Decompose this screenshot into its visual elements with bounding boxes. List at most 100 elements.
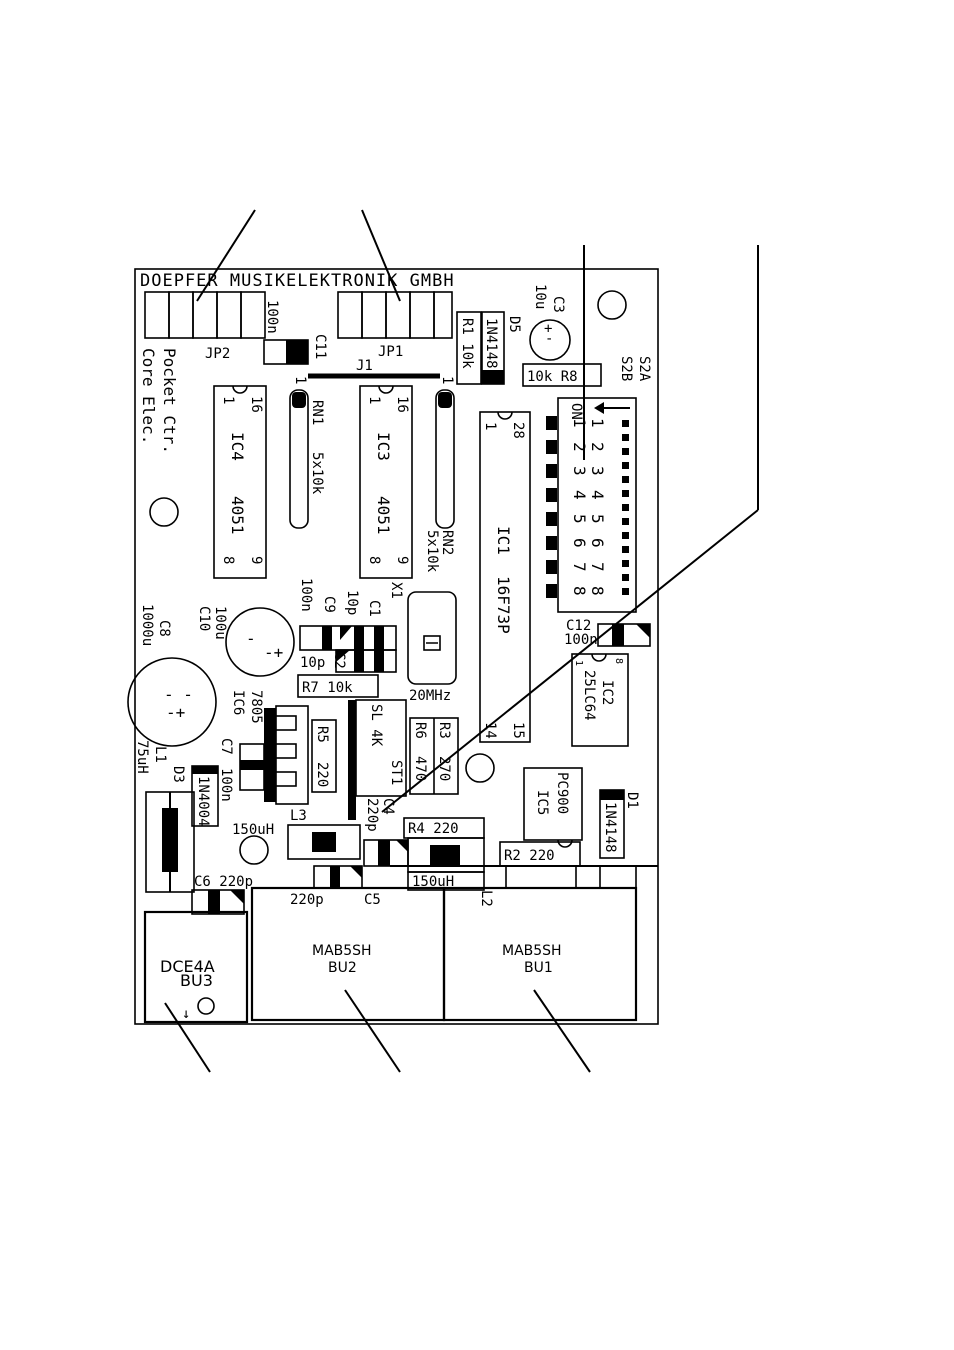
side-text-line1: Pocket Ctr.: [160, 348, 179, 454]
c9-c1-c2-capacitors: C9 100n C1 10p X1 10p C2: [298, 578, 404, 673]
ic2-chip: IC2 25LC64 8 1: [571, 653, 629, 747]
bu1-top-tab-right: [599, 865, 637, 889]
switch-right-num-6: 6: [588, 538, 607, 548]
c7-capacitor: C7 100n: [218, 738, 265, 802]
j1-label: J1: [356, 358, 373, 374]
l3-label: L3: [290, 808, 307, 824]
c1-label: C1: [366, 600, 382, 617]
svg-text:-+: -+: [264, 643, 283, 662]
switch-left-num-1: 1: [570, 418, 589, 428]
bu3-connector: DCE4A BU3 ↓: [143, 910, 249, 1024]
svg-text:-+: -+: [166, 703, 185, 722]
switch-right-num-8: 8: [588, 586, 607, 596]
bu2-part: MAB5SH: [312, 943, 372, 959]
st1-label: ST1: [388, 760, 404, 785]
switch-left-num-6: 6: [570, 538, 589, 548]
ic4-chip: 1 16 IC4 4051 8 9: [213, 385, 267, 579]
c8-label: C8: [156, 620, 172, 637]
c10-capacitor: - -+ C10 100u: [196, 606, 295, 677]
rn2-value: 5x10k: [424, 530, 440, 573]
ic2-pin8: 8: [613, 658, 624, 664]
svg-text:+: +: [544, 321, 552, 337]
c9-value: 100n: [298, 578, 314, 612]
r6-value: 470: [412, 756, 428, 781]
rn2-network: 1 RN2 5x10k: [424, 376, 455, 573]
jp2-label: JP2: [205, 346, 230, 362]
ic1-chip: 1 28 IC1 16F73P 14 15: [479, 411, 531, 743]
c4-label: C4: [380, 798, 396, 815]
c11-label: C11: [312, 334, 328, 359]
ic2-label: IC2: [599, 680, 615, 705]
r5-resistor: R5 220: [311, 719, 337, 793]
bu3-label: BU3: [180, 971, 213, 990]
c5-value: 220p: [290, 892, 324, 908]
rn1-network: 1 RN1 5x10k: [289, 376, 325, 529]
st1-sl-link: SL 4K ST1: [348, 699, 407, 820]
c1-value: 10p: [344, 590, 360, 615]
switch-right-num-1: 1: [588, 418, 607, 428]
d1-label: D1: [624, 792, 640, 809]
switch-right-num-7: 7: [588, 562, 607, 572]
c2-label: C2: [331, 652, 347, 669]
svg-text:-: -: [246, 629, 256, 648]
r4-resistor: R4 220: [403, 817, 485, 839]
r2-label: R2 220: [504, 848, 555, 864]
ic4-pin1: 1: [220, 396, 236, 404]
switch-left-num-8: 8: [570, 586, 589, 596]
ic4-pin8: 8: [220, 556, 236, 564]
c3-label: C3: [550, 296, 566, 313]
c12-value: 100n: [564, 632, 598, 648]
d1-diode: D1 1N4148: [599, 789, 640, 859]
bu1-label: BU1: [524, 960, 553, 976]
bu2-label: BU2: [328, 960, 357, 976]
jp1-header: JP1: [337, 291, 453, 360]
r6-r3-resistors: R6 470 R3 270: [409, 717, 459, 795]
ic5-part: PC900: [554, 772, 570, 814]
l3-inductor: L3 150uH: [232, 808, 361, 860]
r5-value: 220: [314, 762, 330, 787]
ic3-pin8: 8: [366, 556, 382, 564]
ic3-part: 4051: [374, 496, 393, 535]
r7-resistor: R7 10k: [297, 674, 379, 698]
r8-label: 10k R8: [527, 369, 578, 385]
l1-inductor: [145, 791, 195, 893]
d3-part: 1N4004: [195, 776, 211, 827]
ic1-pin15: 15: [510, 722, 526, 739]
bu3-part: DCE4A: [160, 957, 215, 976]
ic1-pin1: 1: [482, 422, 498, 430]
pcb-outline: [134, 268, 659, 1025]
r3-label: R3: [436, 722, 452, 739]
mounting-hole-top-right: [597, 290, 627, 320]
bu1-top-tab-left: [505, 865, 577, 889]
d5-diode: 1N4148 D5: [481, 311, 522, 385]
c5-capacitor: 220p C5: [290, 865, 381, 908]
r7-label: R7 10k: [302, 680, 353, 696]
l2-inductor: 150uH L2: [407, 837, 494, 907]
c8-value: 1000u: [139, 604, 155, 646]
c2-value: 10p: [300, 655, 325, 671]
d5-part: 1N4148: [483, 318, 499, 369]
switch-left-num-7: 7: [570, 562, 589, 572]
ic3-pin16: 16: [394, 396, 410, 413]
manufacturer-header: DOEPFER MUSIKELEKTRONIK GMBH: [140, 271, 455, 291]
switch-left-num-3: 3: [570, 466, 589, 476]
c4-capacitor: C4 220p: [363, 798, 409, 867]
r3-value: 270: [436, 756, 452, 781]
c5-label: C5: [364, 892, 381, 908]
svg-text:- -: - -: [164, 685, 193, 704]
d5-label: D5: [506, 316, 522, 333]
ic6-regulator: 7805 IC6: [230, 690, 309, 805]
c11-capacitor: C11: [263, 334, 328, 365]
r4-label: R4 220: [408, 821, 459, 837]
ic1-part: 16F73P: [494, 576, 513, 634]
r8-resistor: 10k R8: [522, 363, 602, 387]
rn1-value: 5x10k: [309, 452, 325, 495]
r1-label: R1 10k: [459, 318, 475, 369]
x1-label: X1: [388, 582, 404, 599]
c11-value: 100n: [264, 300, 280, 334]
crystal-20mhz: 20MHz: [407, 591, 457, 704]
c6-label: C6 220p: [194, 874, 253, 890]
mounting-hole-lower-left: [239, 835, 269, 865]
c6-capacitor: C6 220p: [191, 874, 253, 915]
switch-left-num-5: 5: [570, 514, 589, 524]
